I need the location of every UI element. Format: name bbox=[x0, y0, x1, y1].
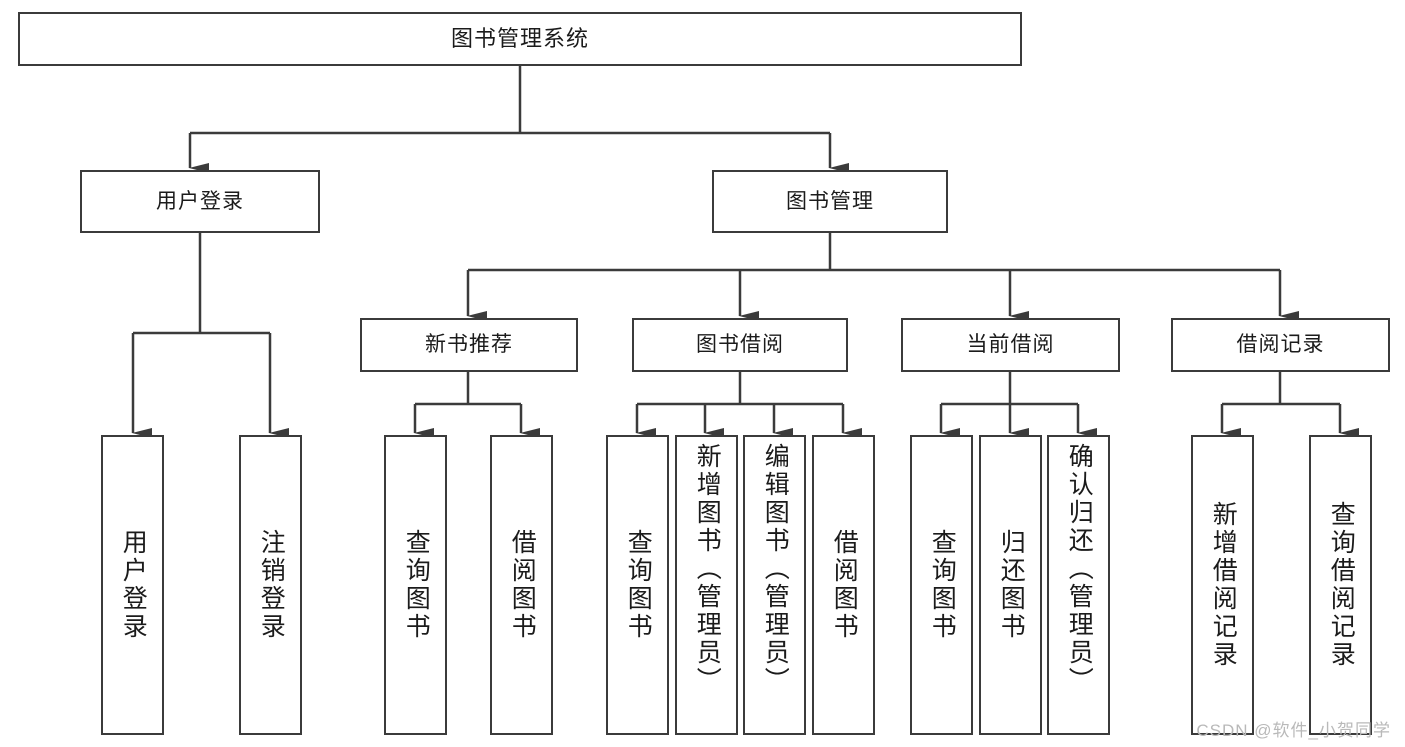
node-book-borrow[interactable]: 图书借阅 bbox=[632, 318, 848, 372]
csdn-watermark: CSDN @软件_小贺同学 bbox=[1196, 721, 1391, 740]
leaf-add-borrow-record[interactable]: 新增借阅记录 bbox=[1191, 435, 1254, 735]
node-label: 新增借阅记录 bbox=[1209, 501, 1238, 669]
node-user-login[interactable]: 用户登录 bbox=[80, 170, 320, 233]
node-label: 查询图书 bbox=[928, 529, 957, 641]
leaf-borrow-book-recommend[interactable]: 借阅图书 bbox=[490, 435, 553, 735]
node-label: 确认归还（管理员） bbox=[1065, 443, 1094, 695]
node-label: 借阅记录 bbox=[1236, 333, 1325, 357]
node-current-borrow[interactable]: 当前借阅 bbox=[901, 318, 1120, 372]
node-label: 编辑图书（管理员） bbox=[761, 443, 790, 695]
node-label: 用户登录 bbox=[119, 529, 148, 641]
leaf-return-book[interactable]: 归还图书 bbox=[979, 435, 1042, 735]
node-label: 图书管理 bbox=[786, 189, 874, 213]
leaf-edit-book-admin[interactable]: 编辑图书（管理员） bbox=[743, 435, 806, 735]
node-label: 图书管理系统 bbox=[450, 25, 589, 51]
leaf-query-book-borrow[interactable]: 查询图书 bbox=[606, 435, 669, 735]
node-new-book-recommend[interactable]: 新书推荐 bbox=[360, 318, 578, 372]
node-root-system[interactable]: 图书管理系统 bbox=[18, 12, 1022, 66]
node-label: 借阅图书 bbox=[830, 529, 859, 641]
leaf-add-book-admin[interactable]: 新增图书（管理员） bbox=[675, 435, 738, 735]
node-label: 借阅图书 bbox=[508, 529, 537, 641]
node-label: 查询借阅记录 bbox=[1327, 501, 1356, 669]
leaf-query-borrow-record[interactable]: 查询借阅记录 bbox=[1309, 435, 1372, 735]
node-label: 当前借阅 bbox=[966, 333, 1055, 357]
node-book-management[interactable]: 图书管理 bbox=[712, 170, 948, 233]
node-borrow-record[interactable]: 借阅记录 bbox=[1171, 318, 1390, 372]
node-label: 图书借阅 bbox=[696, 333, 784, 357]
node-label: 归还图书 bbox=[997, 529, 1026, 641]
node-label: 查询图书 bbox=[624, 529, 653, 641]
leaf-borrow-book[interactable]: 借阅图书 bbox=[812, 435, 875, 735]
leaf-query-book-current[interactable]: 查询图书 bbox=[910, 435, 973, 735]
leaf-query-book-recommend[interactable]: 查询图书 bbox=[384, 435, 447, 735]
node-label: 新增图书（管理员） bbox=[693, 443, 722, 695]
node-label: 新书推荐 bbox=[425, 333, 513, 357]
node-label: 注销登录 bbox=[257, 529, 286, 641]
leaf-user-login[interactable]: 用户登录 bbox=[101, 435, 164, 735]
node-label: 用户登录 bbox=[156, 189, 244, 213]
node-label: 查询图书 bbox=[402, 529, 431, 641]
leaf-logout[interactable]: 注销登录 bbox=[239, 435, 302, 735]
leaf-confirm-return-admin[interactable]: 确认归还（管理员） bbox=[1047, 435, 1110, 735]
